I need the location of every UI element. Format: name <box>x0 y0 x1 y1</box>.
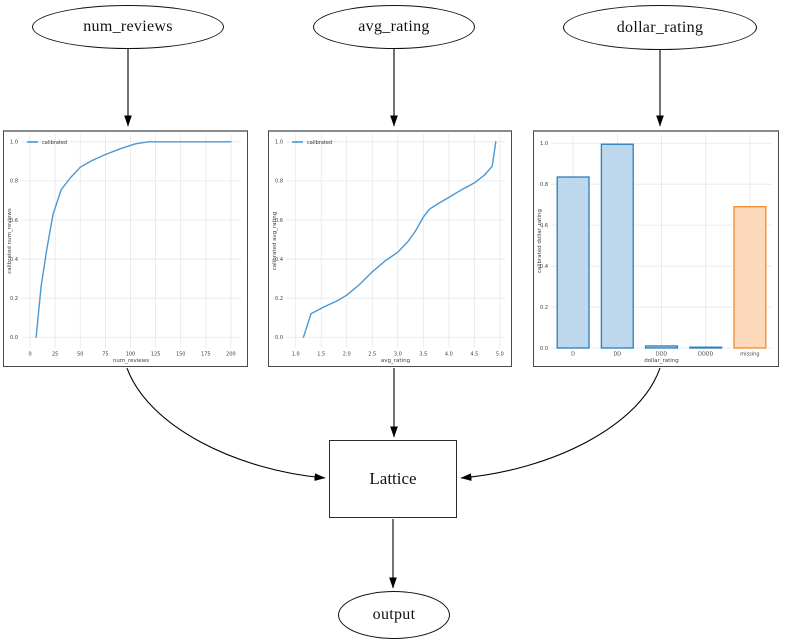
svg-text:calibrated num_reviews: calibrated num_reviews <box>7 208 13 274</box>
svg-text:calibrated avg_rating: calibrated avg_rating <box>272 212 278 271</box>
svg-text:0.8: 0.8 <box>275 179 283 185</box>
svg-text:1.0: 1.0 <box>10 140 18 146</box>
svg-text:0.4: 0.4 <box>275 257 283 263</box>
svg-text:4.0: 4.0 <box>445 352 453 358</box>
node-output-label: output <box>372 606 416 623</box>
svg-text:0.8: 0.8 <box>540 182 548 188</box>
svg-text:2.0: 2.0 <box>343 352 351 358</box>
svg-text:175: 175 <box>201 352 211 358</box>
node-avg-rating: avg_rating <box>313 5 475 49</box>
svg-text:0.0: 0.0 <box>10 335 18 341</box>
svg-text:150: 150 <box>176 352 186 358</box>
svg-text:3.5: 3.5 <box>419 352 427 358</box>
node-output: output <box>338 591 450 639</box>
svg-text:missing: missing <box>740 352 759 358</box>
svg-text:0.0: 0.0 <box>540 346 548 352</box>
svg-text:50: 50 <box>77 352 83 358</box>
svg-text:1.0: 1.0 <box>540 141 548 147</box>
svg-text:1.0: 1.0 <box>275 140 283 146</box>
svg-text:DD: DD <box>613 352 621 358</box>
svg-text:calibrated: calibrated <box>42 140 67 146</box>
svg-text:25: 25 <box>52 352 58 358</box>
node-num-reviews: num_reviews <box>32 5 224 49</box>
svg-text:num_reviews: num_reviews <box>113 358 149 364</box>
node-dollar-rating: dollar_rating <box>563 5 757 50</box>
node-avg-rating-label: avg_rating <box>358 18 430 35</box>
svg-text:0.2: 0.2 <box>10 296 18 302</box>
svg-text:0.8: 0.8 <box>10 179 18 185</box>
svg-text:0.4: 0.4 <box>10 257 18 263</box>
svg-text:DDD: DDD <box>656 352 668 358</box>
svg-text:DDDD: DDDD <box>698 352 714 358</box>
svg-text:3.0: 3.0 <box>394 352 402 358</box>
svg-text:0.6: 0.6 <box>540 223 548 229</box>
svg-text:200: 200 <box>226 352 236 358</box>
svg-text:2.5: 2.5 <box>368 352 376 358</box>
calibration-plot-num-reviews: 0.0 0.2 0.4 0.6 0.8 1.0 0 25 50 75 100 125 150 175 200… <box>3 130 248 367</box>
svg-text:0.4: 0.4 <box>540 264 548 270</box>
svg-text:0.2: 0.2 <box>275 296 283 302</box>
svg-text:0.6: 0.6 <box>275 218 283 224</box>
svg-text:0.0: 0.0 <box>275 335 283 341</box>
node-dollar-rating-label: dollar_rating <box>616 18 704 36</box>
svg-text:dollar_rating: dollar_rating <box>644 358 679 364</box>
svg-text:5.0: 5.0 <box>496 352 504 358</box>
edge-calibrator3-to-lattice <box>460 367 661 481</box>
node-num-reviews-label: num_reviews <box>83 18 173 35</box>
node-lattice-label: Lattice <box>369 469 417 488</box>
node-lattice: Lattice <box>329 440 457 518</box>
svg-text:0.2: 0.2 <box>540 305 548 311</box>
svg-text:calibrated dollar_rating: calibrated dollar_rating <box>537 209 543 273</box>
svg-text:4.5: 4.5 <box>470 352 478 358</box>
svg-text:1.5: 1.5 <box>317 352 325 358</box>
svg-text:0: 0 <box>28 352 31 358</box>
svg-text:75: 75 <box>102 352 108 358</box>
calibration-plot-avg-rating: 0.0 0.2 0.4 0.6 0.8 1.0 1.0 1.5 2.0 2.5 3.0 3.5 4.0 4… <box>268 130 512 367</box>
svg-text:avg_rating: avg_rating <box>381 358 410 364</box>
svg-text:0.6: 0.6 <box>10 218 18 224</box>
svg-text:1.0: 1.0 <box>292 352 300 358</box>
svg-text:D: D <box>571 352 575 358</box>
edge-calibrator1-to-lattice <box>126 367 326 481</box>
svg-text:calibrated: calibrated <box>307 140 332 146</box>
svg-text:125: 125 <box>151 352 161 358</box>
svg-text:100: 100 <box>126 352 136 358</box>
